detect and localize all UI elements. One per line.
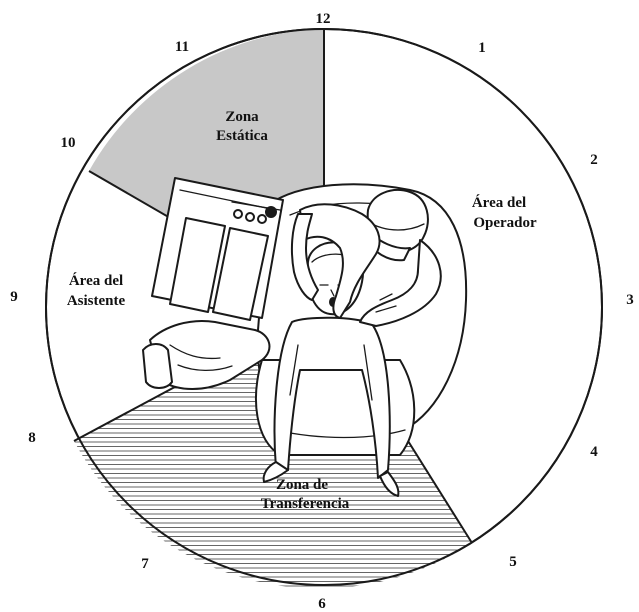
clock-number-8: 8 [28,430,36,446]
transfer-zone-label-line2: Transferencia [261,496,350,512]
clock-number-3: 3 [626,292,634,308]
clock-number-2: 2 [590,152,598,168]
clock-number-10: 10 [61,135,76,151]
clock-number-12: 12 [316,11,331,27]
assistant-area-label-line1: Área del [69,272,123,289]
clock-number-11: 11 [175,39,189,55]
operator-area-label-line1: Área del [472,194,526,211]
transfer-zone-label-line1: Zona de [276,477,328,493]
static-zone-label-line2: Estática [216,128,268,144]
clock-number-1: 1 [478,40,486,56]
static-zone-label-line1: Zona [225,109,259,125]
clock-number-4: 4 [590,444,598,460]
clock-number-5: 5 [509,554,517,570]
clock-number-7: 7 [141,556,149,572]
clock-number-9: 9 [10,289,18,305]
assistant-area-label-line2: Asistente [67,293,126,309]
operator-area-label-line2: Operador [473,215,537,231]
delivery-unit [152,178,283,320]
clock-number-6: 6 [318,596,326,612]
